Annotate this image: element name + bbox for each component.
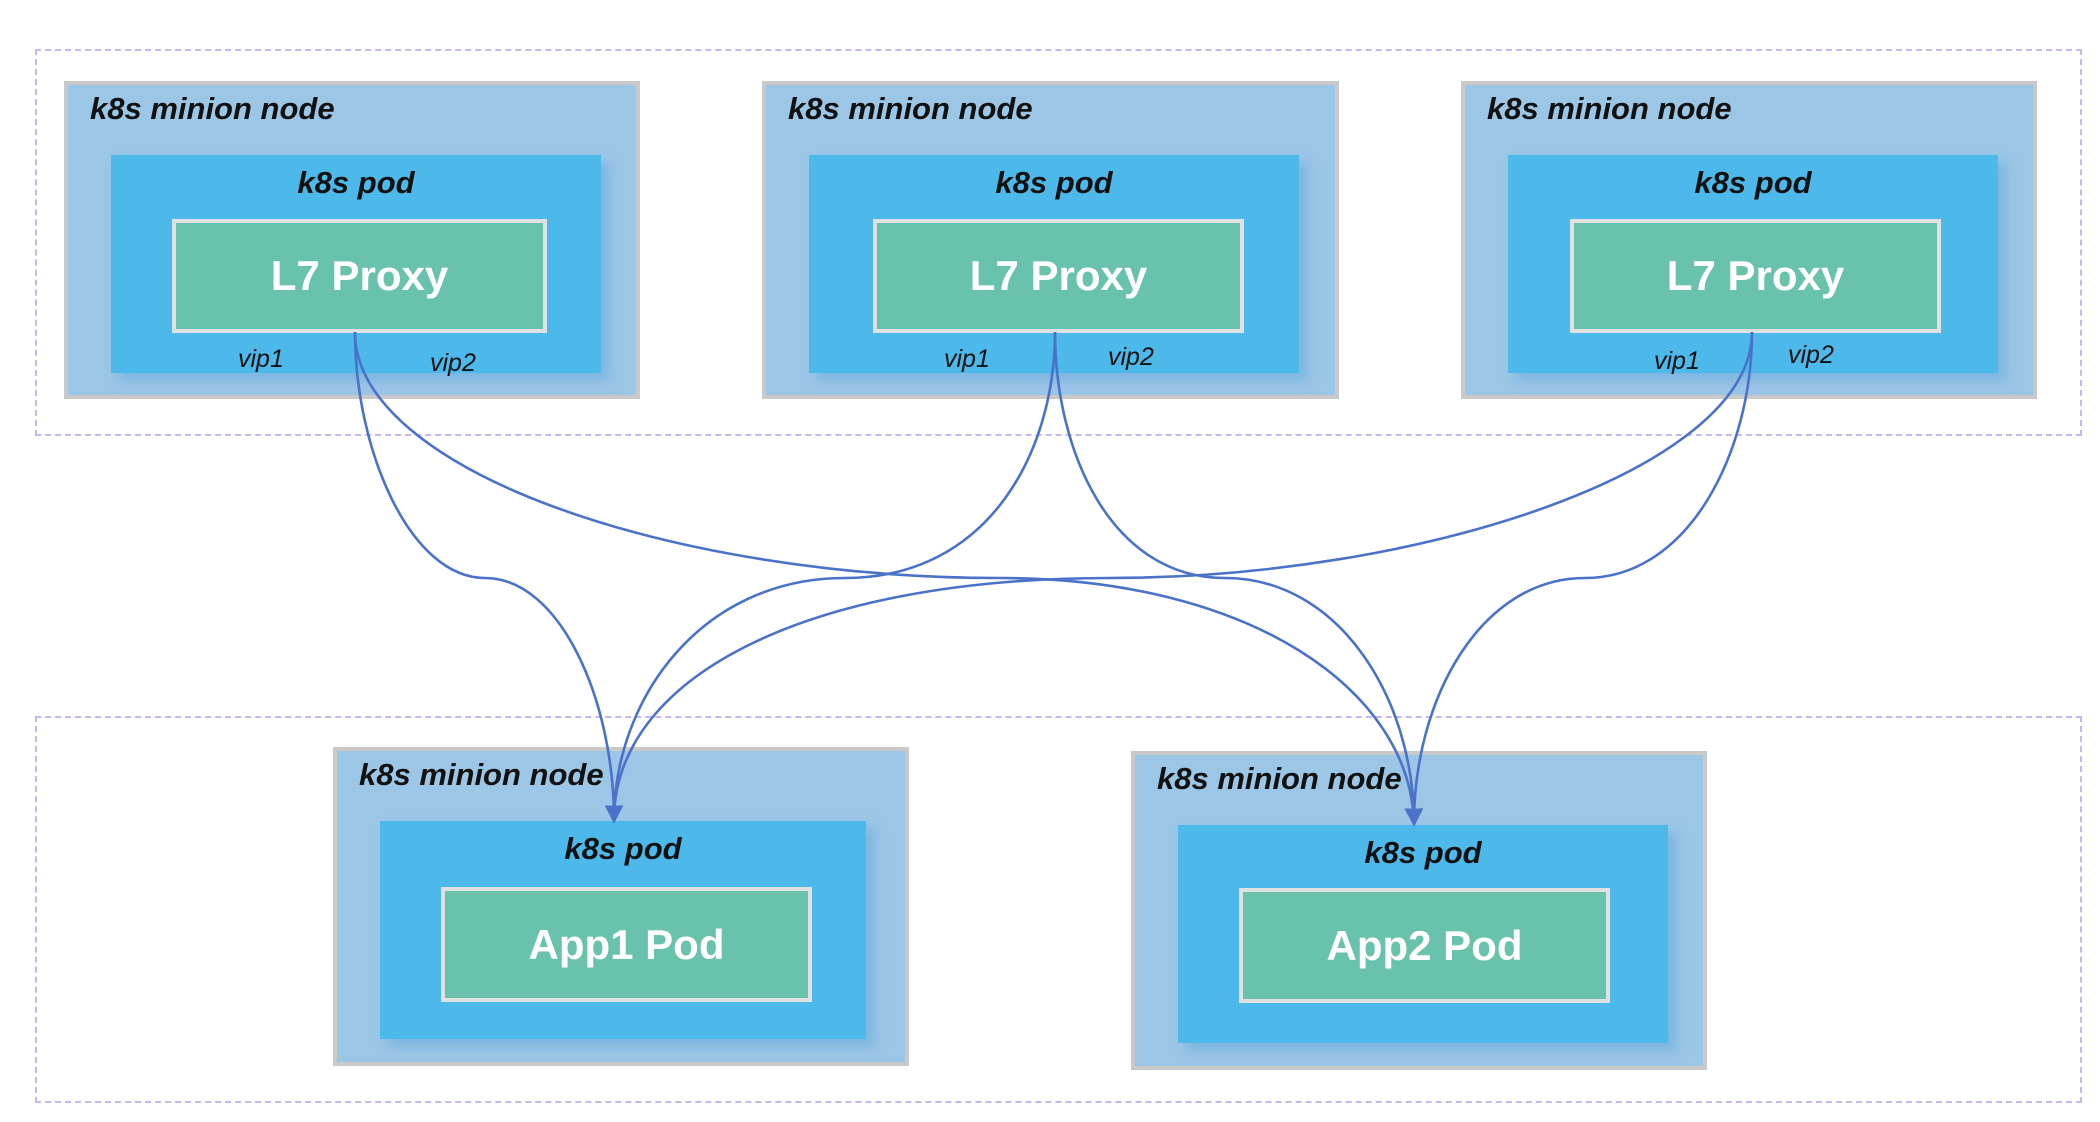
app1-pod-box: App1 Pod [441, 887, 812, 1002]
pod-proxy-2: k8s pod L7 Proxy [809, 155, 1299, 373]
proxy-cluster-boundary [35, 49, 2082, 436]
node-title: k8s minion node [90, 91, 335, 126]
minion-node-app2: k8s minion node k8s pod App2 Pod [1131, 751, 1707, 1070]
vip2-label: vip2 [1788, 341, 1834, 369]
vip2-label: vip2 [430, 349, 476, 377]
app-cluster-boundary [35, 716, 2082, 1103]
l7-proxy-box-3: L7 Proxy [1570, 219, 1941, 333]
connection-proxy2-to-app1 [604, 331, 1057, 824]
minion-node-proxy-1: k8s minion node k8s pod L7 Proxy vip1 vi… [64, 81, 640, 399]
minion-node-app1: k8s minion node k8s pod App1 Pod [333, 747, 909, 1066]
minion-node-proxy-3: k8s minion node k8s pod L7 Proxy vip1 vi… [1461, 81, 2037, 399]
vip2-label: vip2 [1108, 343, 1154, 371]
node-title: k8s minion node [788, 91, 1033, 126]
pod-title: k8s pod [297, 165, 415, 200]
pod-title: k8s pod [1364, 835, 1482, 870]
connection-proxy1-to-app2 [353, 331, 1423, 827]
connection-proxy2-to-app2 [1053, 331, 1424, 827]
connection-proxy3-to-app1 [604, 331, 1754, 824]
pod-title: k8s pod [995, 165, 1113, 200]
vip1-label: vip1 [944, 345, 990, 373]
pod-title: k8s pod [564, 831, 682, 866]
vip1-label: vip1 [238, 345, 284, 373]
pod-title: k8s pod [1694, 165, 1812, 200]
pod-proxy-3: k8s pod L7 Proxy [1508, 155, 1998, 373]
minion-node-proxy-2: k8s minion node k8s pod L7 Proxy vip1 vi… [762, 81, 1339, 399]
app2-pod-box: App2 Pod [1239, 888, 1610, 1003]
node-title: k8s minion node [1487, 91, 1732, 126]
l7-proxy-box-1: L7 Proxy [172, 219, 547, 333]
pod-app1: k8s pod App1 Pod [380, 821, 866, 1039]
connection-proxy3-to-app2 [1404, 331, 1754, 827]
connection-proxy1-to-app1 [353, 331, 624, 824]
pod-app2: k8s pod App2 Pod [1178, 825, 1668, 1043]
vip1-label: vip1 [1654, 347, 1700, 375]
node-title: k8s minion node [359, 757, 604, 792]
node-title: k8s minion node [1157, 761, 1402, 796]
l7-proxy-box-2: L7 Proxy [873, 219, 1244, 333]
